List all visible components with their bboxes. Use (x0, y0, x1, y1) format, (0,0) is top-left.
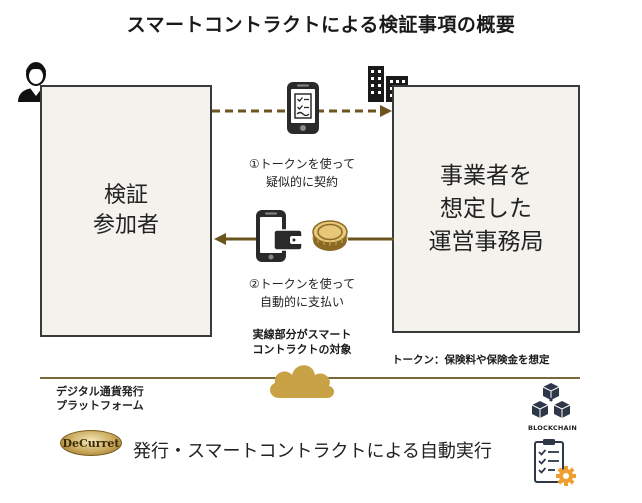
cloud-icon (270, 365, 335, 398)
participant-line-2: 参加者 (92, 213, 159, 238)
bottom-main-text: 発行・スマートコントラクトによる自動実行 (133, 441, 492, 462)
decurret-logo: DeCurret (60, 430, 122, 456)
contract-label-line-2: 疑似的に契約 (265, 175, 338, 189)
platform-label-line-1: デジタル通貨発行 (56, 385, 144, 398)
token-note: トークン：保険料や保険金を想定 (392, 354, 550, 366)
page-title: スマートコントラクトによる検証事項の概要 (126, 14, 516, 36)
checklist-gear-icon (534, 439, 576, 486)
blockchain-label: BLOCKCHAIN (528, 424, 578, 432)
contract-phone-icon (287, 82, 319, 134)
payment-label-line-2: 自動的に支払い (259, 295, 344, 309)
operator-box: 事業者を 想定した 運営事務局 (392, 85, 580, 333)
operator-line-2: 想定した (440, 195, 532, 222)
participant-box: 検証 参加者 (40, 85, 212, 337)
platform-label-line-2: プラットフォーム (56, 399, 144, 412)
solid-line-note-line-1: 実線部分がスマート (252, 328, 352, 341)
platform-label: デジタル通貨発行 プラットフォーム (56, 385, 144, 413)
solid-line-note: 実線部分がスマート コントラクトの対象 (232, 327, 372, 357)
contract-label-line-1: ①トークンを使って (248, 157, 356, 171)
operator-line-3: 運営事務局 (428, 228, 544, 255)
payment-label-line-1: ②トークンを使って (248, 277, 356, 291)
operator-line-1: 事業者を (440, 162, 532, 189)
wallet-phone-icon (256, 210, 303, 262)
coin-icon (312, 220, 348, 251)
payment-label: ②トークンを使って 自動的に支払い (232, 275, 372, 311)
blockchain-cubes-icon (531, 383, 571, 418)
contract-label: ①トークンを使って 疑似的に契約 (232, 155, 372, 191)
participant-line-1: 検証 (103, 183, 148, 208)
solid-line-note-line-2: コントラクトの対象 (252, 343, 352, 356)
